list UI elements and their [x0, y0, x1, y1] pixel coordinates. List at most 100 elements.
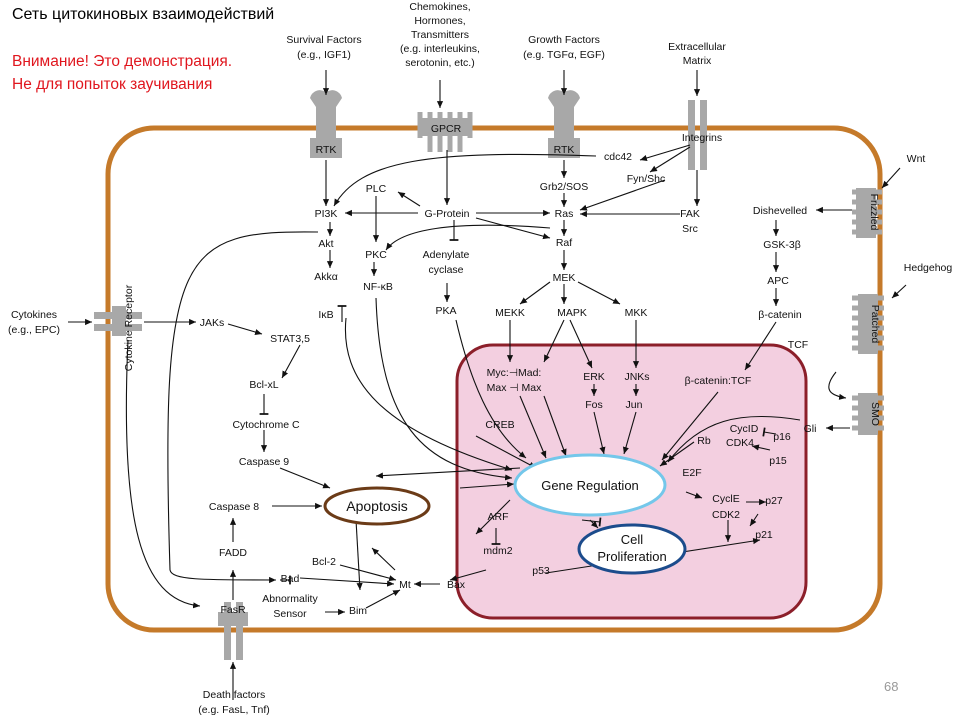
- fasr-receptor: [218, 602, 248, 660]
- node-cyclase: cyclase: [428, 264, 463, 276]
- node-erk: ERK: [583, 371, 605, 383]
- node-pi3k: PI3K: [315, 208, 338, 220]
- node-cdk4: CDK4: [726, 437, 754, 449]
- gene-regulation-outcome: [513, 453, 667, 517]
- node-akt: Akt: [318, 238, 333, 250]
- node-src: Src: [682, 223, 698, 235]
- node-bim: Bim: [349, 605, 367, 617]
- node-creb: CREB: [485, 419, 514, 431]
- node-tcf: TCF: [788, 339, 808, 351]
- node-ras: Ras: [555, 208, 574, 220]
- label-death-factors: Death factors: [203, 689, 265, 701]
- node-max-max: Max ⊣ Max: [487, 382, 542, 394]
- node-raf: Raf: [556, 237, 572, 249]
- node-akka: Akkα: [314, 271, 338, 283]
- label-growth-factors: Growth Factors: [528, 34, 600, 46]
- node-fos: Fos: [585, 399, 603, 411]
- node-dishevelled: Dishevelled: [753, 205, 807, 217]
- rtk-right-receptor: [548, 90, 580, 158]
- node-jnks: JNKs: [624, 371, 649, 383]
- node-caspase9: Caspase 9: [239, 456, 289, 468]
- label-growth-eg: (e.g. TGFα, EGF): [523, 49, 605, 61]
- label-integrins: Integrins: [682, 132, 722, 144]
- label-wnt: Wnt: [907, 153, 926, 165]
- node-mapk: MAPK: [557, 307, 587, 319]
- node-gsk3b: GSK-3β: [763, 239, 801, 251]
- node-p15: p15: [769, 455, 787, 467]
- label-rtk-right: RTK: [554, 144, 575, 156]
- node-pka: PKA: [435, 305, 456, 317]
- label-fasr: FasR: [220, 604, 246, 616]
- warning-line-1: Внимание! Это демонстрация.: [12, 53, 233, 70]
- node-rb: Rb: [697, 435, 711, 447]
- label-cell: Cell: [621, 532, 644, 547]
- label-apoptosis: Apoptosis: [346, 498, 407, 514]
- node-sensor: Sensor: [273, 608, 307, 620]
- node-b-catenin-tcf: β-catenin:TCF: [685, 375, 752, 387]
- integrins-receptor: [688, 100, 707, 170]
- node-b-catenin: β-catenin: [758, 309, 802, 321]
- node-p27: p27: [765, 495, 783, 507]
- node-e2f: E2F: [682, 467, 701, 479]
- label-matrix: Matrix: [683, 55, 712, 67]
- label-proliferation: Proliferation: [597, 549, 666, 564]
- node-mek: MEK: [553, 272, 576, 284]
- node-g-protein: G-Protein: [425, 208, 470, 220]
- label-smo: SMO: [869, 402, 881, 426]
- label-patched: Patched: [869, 305, 881, 344]
- cell-proliferation-outcome: [577, 523, 687, 575]
- node-arf: ARF: [488, 511, 509, 523]
- page-number: 68: [884, 679, 899, 694]
- label-extracellular: Extracellular: [668, 41, 726, 53]
- node-caspase8: Caspase 8: [209, 501, 259, 513]
- node-nfkb: NF-κB: [363, 281, 393, 293]
- node-abnormality: Abnormality: [262, 593, 318, 605]
- node-pkc: PKC: [365, 249, 387, 261]
- node-p53: p53: [532, 565, 550, 577]
- label-survival-factors: Survival Factors: [286, 34, 361, 46]
- label-chemo-eg2: serotonin, etc.): [405, 57, 474, 69]
- label-gpcr: GPCR: [431, 123, 462, 135]
- pathway-arrows: [68, 70, 907, 700]
- label-transmitters: Transmitters: [411, 29, 469, 41]
- node-p16: p16: [773, 431, 791, 443]
- node-plc: PLC: [366, 183, 387, 195]
- node-grb2-sos: Grb2/SOS: [540, 181, 588, 193]
- node-mkk: MKK: [625, 307, 648, 319]
- cell-membrane: [105, 125, 883, 633]
- node-jaks: JAKs: [200, 317, 225, 329]
- label-frizzled: Frizzled: [868, 194, 880, 231]
- node-mt: Mt: [399, 579, 411, 591]
- pathway-curves: [125, 153, 847, 609]
- label-rtk-left: RTK: [316, 144, 337, 156]
- node-p21: p21: [755, 529, 773, 541]
- node-jun: Jun: [626, 399, 643, 411]
- node-fadd: FADD: [219, 547, 247, 559]
- pathway-inhibitors: [259, 220, 777, 585]
- label-cytokine-receptor: Cytokine Receptor: [123, 284, 135, 371]
- rtk-left-receptor: [310, 90, 342, 158]
- node-apc: APC: [767, 275, 789, 287]
- node-myc-mad: Myc:⊣Mad:: [487, 367, 542, 379]
- node-cdk2: CDK2: [712, 509, 740, 521]
- node-stat: STAT3,5: [270, 333, 310, 345]
- node-cdc42: cdc42: [604, 151, 632, 163]
- node-cycd: CycID: [730, 423, 759, 435]
- apoptosis-outcome: [323, 486, 431, 526]
- node-fak: FAK: [680, 208, 700, 220]
- label-hormones: Hormones,: [414, 15, 465, 27]
- node-bcl2: Bcl-2: [312, 556, 336, 568]
- node-mdm2: mdm2: [483, 545, 512, 557]
- node-bad: Bad: [281, 573, 300, 585]
- label-chemo-eg1: (e.g. interleukins,: [400, 43, 480, 55]
- label-cytokines: Cytokines: [11, 309, 57, 321]
- node-cytochrome-c: Cytochrome C: [232, 419, 300, 431]
- label-survival-eg: (e.g., IGF1): [297, 49, 351, 61]
- node-bcl-xl: Bcl-xL: [249, 379, 278, 391]
- node-bax: Bax: [447, 579, 466, 591]
- label-cytokines-eg: (e.g., EPC): [8, 324, 60, 336]
- label-gene-regulation: Gene Regulation: [541, 478, 639, 493]
- warning-line-2: Не для попыток заучивания: [12, 76, 213, 93]
- slide-title: Сеть цитокиновых взаимодействий: [12, 6, 275, 23]
